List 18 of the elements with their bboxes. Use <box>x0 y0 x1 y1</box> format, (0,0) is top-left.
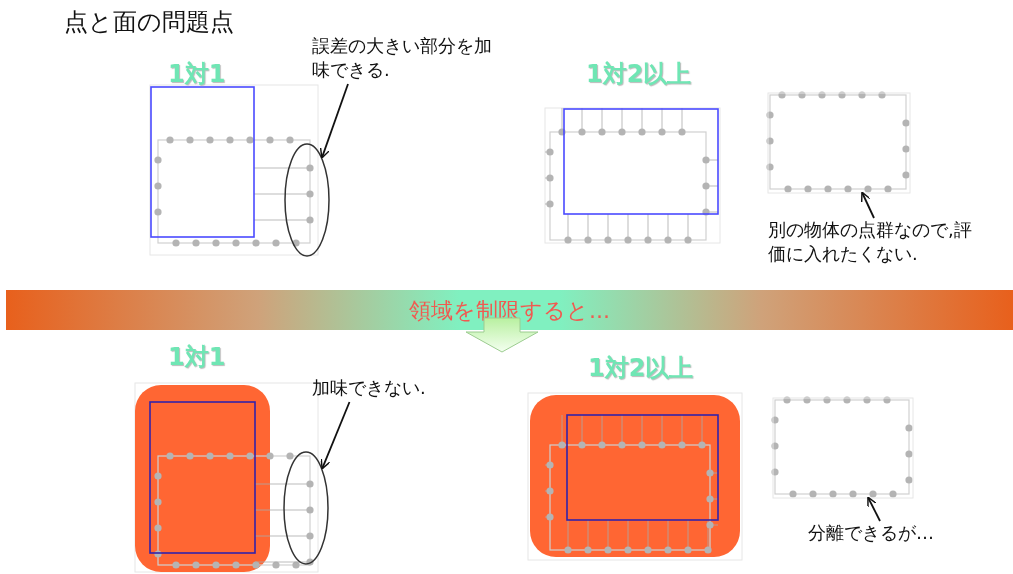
slide-title: 点と面の問題点 <box>64 7 234 38</box>
ellipse-outline <box>283 451 329 565</box>
point-cloud-drawing <box>773 398 913 498</box>
ratio-label: 1対1 <box>168 59 226 90</box>
callout-text: 加味できない. <box>312 376 462 402</box>
ratio-label: 1対1 <box>168 342 226 373</box>
ratio-label: 1対2以上 <box>588 353 694 384</box>
ratio-label: 1対2以上 <box>586 59 692 90</box>
leader-arrow <box>320 401 351 470</box>
leader-arrow <box>867 496 881 522</box>
ellipse-outline <box>284 143 330 257</box>
gradient-band <box>6 290 1013 330</box>
point-cloud-drawing <box>768 93 910 193</box>
callout-text: 別の物体の点群なので,評価に入れたくない. <box>768 218 980 268</box>
leader-arrow <box>860 191 875 219</box>
callout-text: 誤差の大きい部分を加味できる. <box>312 34 492 84</box>
leader-arrow <box>319 83 349 159</box>
callout-text: 分離できるが… <box>808 521 968 547</box>
